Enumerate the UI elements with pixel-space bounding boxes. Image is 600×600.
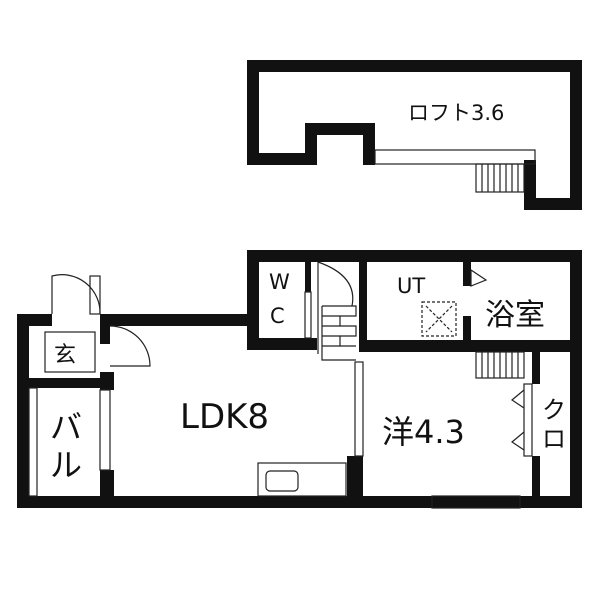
balcony: バ ル — [28, 387, 111, 497]
wall-entrance-jamb — [40, 314, 52, 326]
closet-door-mark-bottom — [510, 431, 525, 451]
western-room: 洋4.3 — [382, 351, 525, 509]
wall-right — [570, 250, 582, 508]
wall-balcony-right — [100, 470, 114, 508]
wall-ut-bath — [463, 262, 471, 286]
entrance-label: 玄 — [54, 343, 76, 368]
ldk-western-sliding-door — [354, 361, 364, 457]
wall-mid-horizontal — [363, 340, 582, 352]
wall-entrance-balcony — [17, 378, 107, 388]
closet-label-top: ク — [542, 396, 566, 424]
loft-wall-bottom-right — [524, 198, 582, 210]
wall-wc-left — [247, 250, 259, 350]
loft-wall-top — [247, 60, 582, 72]
main-walls — [17, 250, 582, 508]
loft-wall-left — [247, 60, 259, 165]
loft-wall-right — [570, 60, 582, 210]
entrance-door-leaf — [89, 275, 101, 315]
closet: ク ロ — [510, 383, 566, 457]
wall-entrance-top — [17, 314, 47, 326]
entrance-door-swing — [51, 274, 101, 315]
loft-area: ロフト3.6 — [247, 60, 582, 210]
wall-bottom — [17, 496, 582, 508]
loft-wall-step — [524, 160, 536, 210]
closet-door-mark-top — [510, 389, 525, 409]
bath-label: 浴室 — [485, 298, 545, 333]
ut-label: UT — [397, 274, 425, 298]
wall-entrance-right-lower — [100, 372, 114, 390]
stairs — [317, 261, 357, 361]
loft-ladder — [475, 163, 525, 193]
kitchen-counter — [257, 462, 347, 497]
pillar-ldk-western — [347, 456, 363, 498]
balcony-rail — [28, 387, 38, 497]
balcony-window — [99, 389, 111, 471]
loft-wall-notch-right — [363, 123, 375, 165]
balcony-label-bottom: ル — [50, 446, 82, 484]
wall-top-upper — [247, 250, 582, 262]
wc-label-c: C — [270, 304, 285, 328]
washer-pan-icon — [421, 301, 457, 337]
wall-ldk-western-upper — [359, 262, 367, 352]
wc-room: W C — [269, 270, 312, 339]
entrance-step — [44, 331, 96, 373]
bath-room: 浴室 — [470, 268, 545, 333]
wall-under-wc — [247, 338, 317, 350]
wall-wc-stairs — [305, 262, 311, 292]
wall-left — [17, 314, 29, 508]
closet-door-track — [523, 383, 533, 457]
ldk-label: LDK8 — [180, 397, 269, 437]
wall-closet-left-lower — [532, 456, 540, 506]
loft-wall-notch-top — [305, 123, 375, 135]
entrance-inner-door-swing — [109, 325, 151, 367]
western-ladder — [475, 351, 525, 379]
wc-door-frame — [304, 291, 312, 339]
loft-label: ロフト3.6 — [408, 101, 504, 125]
balcony-label-top: バ — [50, 408, 82, 446]
wall-top-ldk — [100, 314, 259, 326]
wall-ut-bath-lower — [463, 316, 471, 352]
wall-closet-left — [532, 352, 540, 384]
ut-room: UT — [397, 274, 457, 337]
closet-label-bottom: ロ — [542, 425, 566, 453]
western-label: 洋4.3 — [382, 413, 465, 451]
western-window — [431, 495, 521, 509]
ldk-room: LDK8 — [180, 361, 364, 497]
loft-wall-bottom-left — [247, 153, 317, 165]
washer-pan-cross-b — [425, 305, 453, 333]
bath-door-icon — [470, 268, 488, 287]
washer-pan-cross-a — [425, 305, 453, 333]
loft-railing — [374, 149, 536, 165]
wall-entrance-right — [100, 314, 110, 344]
wc-label-w: W — [269, 270, 290, 294]
entrance: 玄 — [44, 274, 151, 373]
